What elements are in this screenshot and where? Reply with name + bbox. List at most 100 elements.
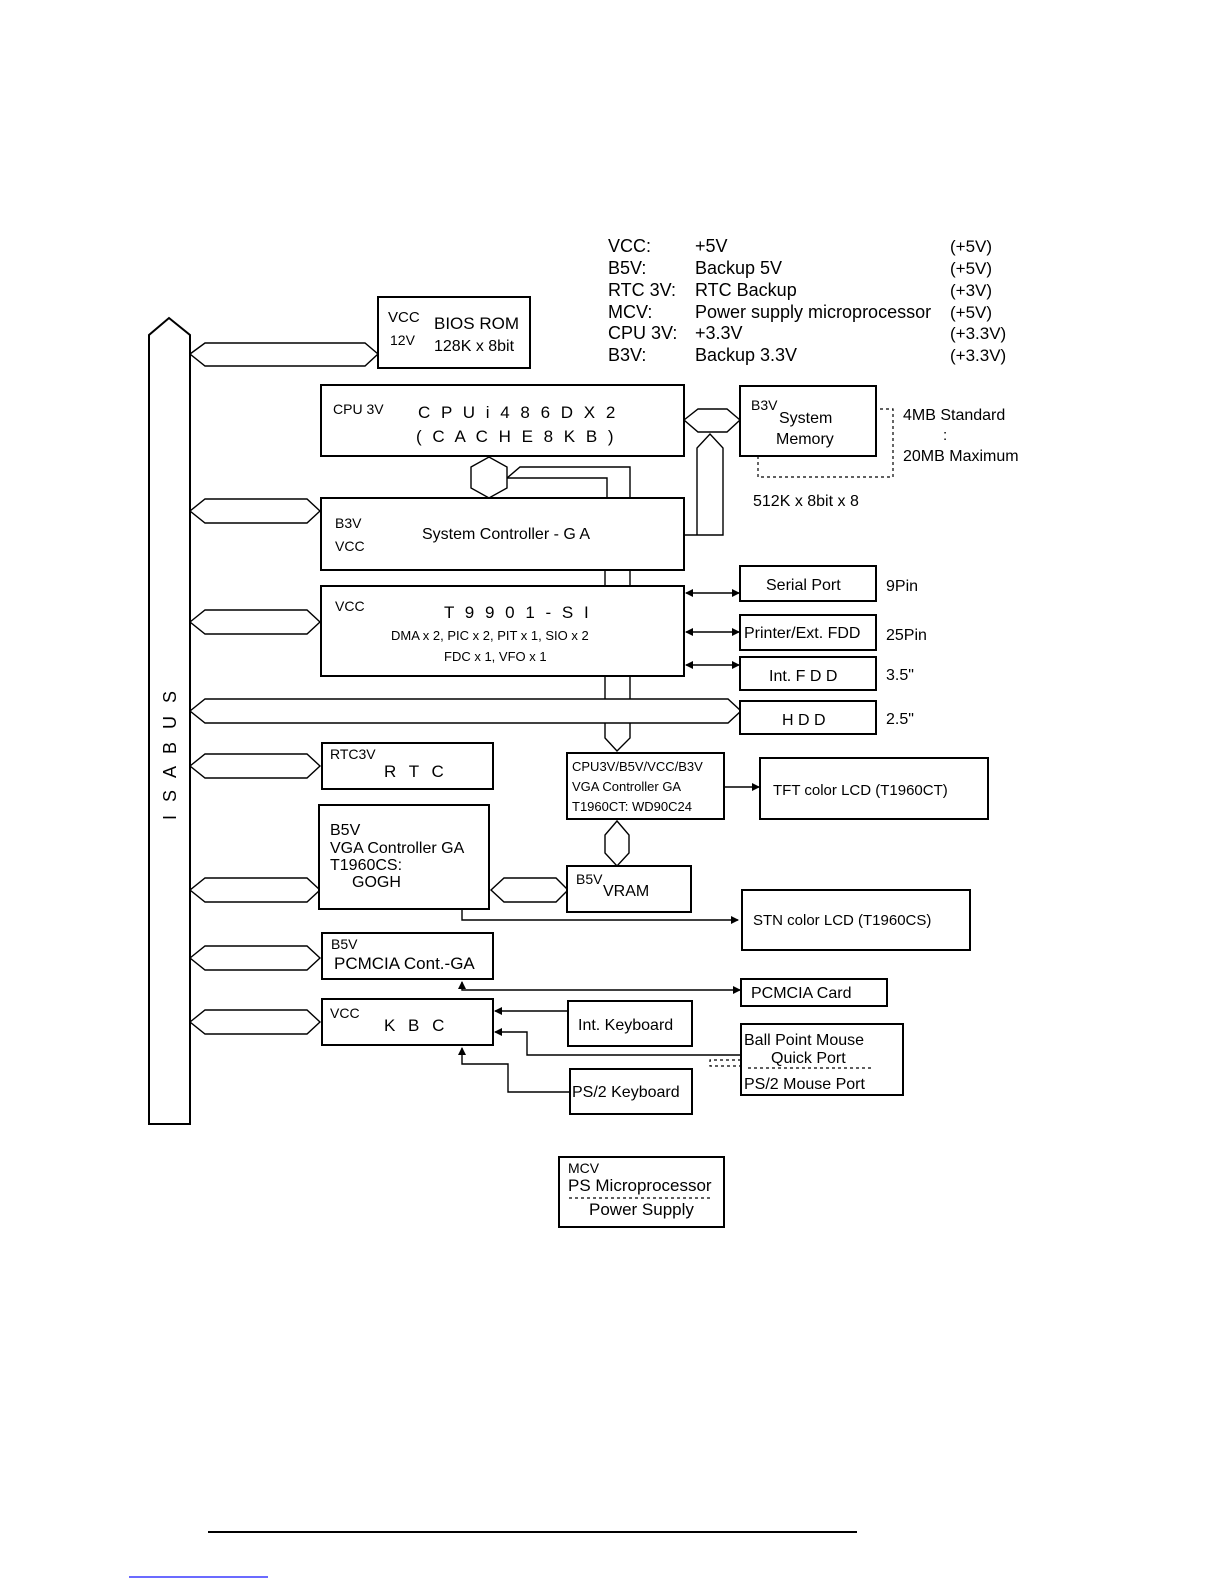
t9901-power: VCC bbox=[335, 598, 365, 614]
sysctrl-power-vcc: VCC bbox=[335, 538, 365, 554]
vram-box bbox=[566, 865, 692, 913]
memory-expansion-bracket bbox=[757, 408, 894, 478]
legend-volt: (+5V) bbox=[950, 303, 992, 322]
legend-row: VCC: +5V (+5V) bbox=[608, 236, 992, 256]
legend-name: VCC: bbox=[608, 236, 651, 256]
printer-block: Printer/Ext. FDD 25Pin bbox=[739, 614, 927, 651]
serial-port-note: 9Pin bbox=[886, 578, 918, 595]
legend-row: B3V: Backup 3.3V (+3.3V) bbox=[608, 345, 1006, 365]
cpu-sysctrl-link bbox=[470, 456, 508, 499]
vram-block: B5V VRAM bbox=[566, 865, 692, 913]
cpu-sysctrl-wire bbox=[506, 466, 631, 498]
hdd-box bbox=[739, 700, 877, 735]
memory-chips: 512K x 8bit x 8 bbox=[753, 493, 859, 510]
bios-rom-size: 128K x 8bit bbox=[434, 338, 515, 355]
t9901-title: T 9 9 0 1 - S I bbox=[444, 603, 592, 622]
vga-cs-box bbox=[318, 804, 490, 910]
sysctrl-t9901-link bbox=[604, 570, 631, 586]
legend-name: MCV: bbox=[608, 302, 652, 322]
pcmcia-ga-box bbox=[321, 932, 494, 980]
mouse-label-1: Ball Point Mouse bbox=[744, 1032, 864, 1049]
memory-maximum: 20MB Maximum bbox=[903, 448, 1019, 465]
ps2-keyboard-label: PS/2 Keyboard bbox=[572, 1084, 680, 1101]
rtc-label: R T C bbox=[384, 762, 448, 781]
legend-row: MCV: Power supply microprocessor (+5V) bbox=[608, 302, 992, 322]
mouse-kbc-arrow bbox=[494, 1028, 741, 1056]
tft-lcd-label: TFT color LCD (T1960CT) bbox=[773, 782, 948, 799]
fdd-box bbox=[739, 656, 877, 691]
vga-cs-block: B5V VGA Controller GA T1960CS: GOGH bbox=[318, 804, 490, 910]
fdd-label: Int. F D D bbox=[769, 668, 837, 685]
hdd-block: H D D 2.5" bbox=[739, 700, 914, 735]
bus-connector-bios bbox=[188, 342, 380, 367]
rtc-power: RTC3V bbox=[330, 746, 376, 762]
vga-ct-box bbox=[566, 752, 725, 820]
printer-note: 25Pin bbox=[886, 627, 927, 644]
serial-port-label: Serial Port bbox=[766, 577, 841, 594]
tft-lcd-block: TFT color LCD (T1960CT) bbox=[759, 757, 989, 820]
vga-ct-vram-link bbox=[604, 819, 630, 868]
cpu-cache: ( C A C H E 8 K B ) bbox=[416, 427, 617, 446]
system-controller-block: B3V VCC System Controller - G A bbox=[320, 497, 685, 571]
legend-desc: +3.3V bbox=[695, 323, 743, 343]
hdd-label: H D D bbox=[782, 712, 826, 729]
bios-rom-power-vcc: VCC bbox=[388, 309, 420, 326]
memory-label-2: Memory bbox=[776, 431, 834, 448]
legend-name: B3V: bbox=[608, 345, 646, 365]
serial-port-block: Serial Port 9Pin bbox=[739, 565, 918, 602]
memory-power: B3V bbox=[751, 397, 778, 413]
t9901-vga-link bbox=[604, 676, 631, 753]
cpu-power: CPU 3V bbox=[333, 401, 384, 417]
serial-port-box bbox=[739, 565, 877, 602]
vga-ct-chip: T1960CT: WD90C24 bbox=[572, 799, 692, 814]
power-supply-block: MCV PS Microprocessor Power Supply bbox=[558, 1156, 725, 1228]
legend-desc: Backup 5V bbox=[695, 258, 782, 278]
power-supply-label: Power Supply bbox=[589, 1200, 694, 1219]
legend-volt: (+5V) bbox=[950, 259, 992, 278]
mouse-label-3: PS/2 Mouse Port bbox=[744, 1076, 866, 1093]
pcmcia-card-box bbox=[740, 978, 888, 1007]
rtc-box bbox=[321, 742, 494, 790]
sysctrl-power-b3v: B3V bbox=[335, 515, 362, 531]
tft-lcd-box bbox=[759, 757, 989, 820]
legend-volt: (+3.3V) bbox=[950, 324, 1006, 343]
int-keyboard-label: Int. Keyboard bbox=[578, 1017, 673, 1034]
power-supply-micro: PS Microprocessor bbox=[568, 1176, 712, 1195]
mouse-port-block: Ball Point Mouse Quick Port PS/2 Mouse P… bbox=[740, 1023, 904, 1096]
pcmcia-card-block: PCMCIA Card bbox=[740, 978, 888, 1007]
mouse-quick-port-link bbox=[709, 1059, 741, 1067]
power-supply-power: MCV bbox=[568, 1160, 600, 1176]
cpu-memory-link bbox=[682, 408, 742, 433]
vga-cs-chip: GOGH bbox=[352, 874, 401, 891]
pcmcia-card-arrow bbox=[458, 981, 741, 994]
pcmcia-ga-power: B5V bbox=[331, 936, 358, 952]
kbc-label: K B C bbox=[384, 1016, 448, 1035]
bios-rom-block: VCC 12V BIOS ROM 128K x 8bit bbox=[377, 296, 531, 369]
kbc-block: VCC K B C bbox=[321, 998, 494, 1046]
bios-rom-title: BIOS ROM bbox=[434, 314, 519, 333]
bus-connector-kbc bbox=[188, 1009, 322, 1035]
memory-sysctrl-link bbox=[684, 432, 724, 536]
kbc-box bbox=[321, 998, 494, 1046]
memory-label-1: System bbox=[779, 410, 832, 427]
bus-connector-hdd bbox=[188, 698, 743, 724]
hdd-note: 2.5" bbox=[886, 711, 914, 728]
legend-volt: (+3.3V) bbox=[950, 346, 1006, 365]
legend-volt: (+3V) bbox=[950, 281, 992, 300]
vram-power: B5V bbox=[576, 871, 603, 887]
printer-label: Printer/Ext. FDD bbox=[744, 625, 860, 642]
t9901-block: VCC T 9 9 0 1 - S I DMA x 2, PIC x 2, PI… bbox=[320, 585, 685, 677]
t9901-box bbox=[320, 585, 685, 677]
power-legend: VCC: +5V (+5V) B5V: Backup 5V (+5V) RTC … bbox=[608, 236, 1006, 365]
system-memory-block: B3V System Memory 4MB Standard : 20MB Ma… bbox=[739, 385, 1019, 510]
ps2-keyboard-arrow bbox=[458, 1047, 570, 1093]
memory-standard: 4MB Standard bbox=[903, 407, 1005, 424]
vga-cs-title: VGA Controller GA bbox=[330, 840, 465, 857]
bios-rom-power-12v: 12V bbox=[390, 332, 416, 348]
int-keyboard-box bbox=[567, 1000, 693, 1047]
legend-desc: Power supply microprocessor bbox=[695, 302, 931, 322]
pcmcia-ga-block: B5V PCMCIA Cont.-GA bbox=[321, 932, 494, 980]
isa-bus-bar bbox=[148, 316, 191, 1125]
kbc-power: VCC bbox=[330, 1005, 360, 1021]
